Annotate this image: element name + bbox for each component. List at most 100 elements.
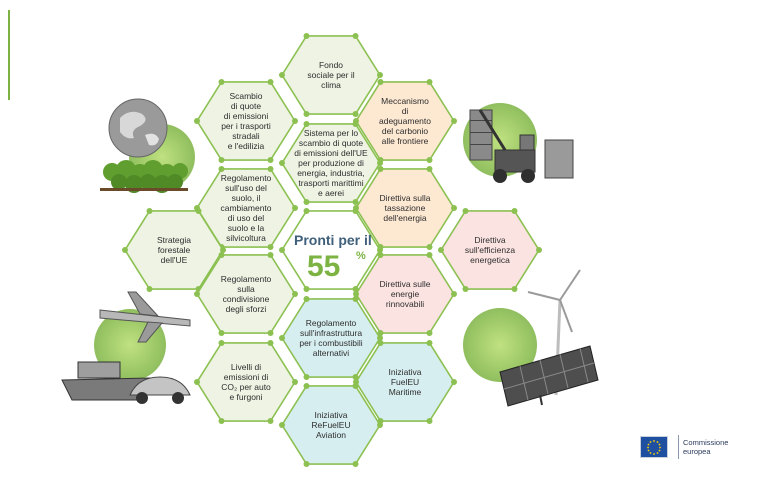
hex-vertex-dot	[377, 422, 383, 428]
hex-label-line: Scambio	[229, 91, 262, 101]
earth-forest-image	[100, 98, 195, 193]
hex-vertex-dot	[352, 295, 359, 302]
center-percent: %	[356, 250, 366, 262]
hex-label-line: energia, industria,	[297, 168, 365, 178]
hex-label-line: CO₂ per auto	[221, 382, 271, 392]
hex-vertex-dot	[292, 379, 298, 385]
hex-label-line: di uso del	[228, 213, 264, 223]
container-crane-image	[463, 103, 574, 183]
hex-vertex-dot	[438, 247, 444, 253]
hex-label-line: alternativi	[313, 348, 349, 358]
hex-vertex-dot	[451, 379, 457, 385]
hex-vertex-dot	[377, 244, 384, 251]
hex-label-line: di emissioni	[224, 111, 269, 121]
hex-vertex-dot	[303, 295, 310, 302]
hex-label-line: scambio di quote	[299, 138, 364, 148]
hex-vertex-dot	[267, 78, 274, 85]
hex-label-line: Aviation	[316, 430, 346, 440]
hex-label-line: alle frontiere	[382, 136, 429, 146]
logo-line1: Commissione	[683, 438, 729, 447]
hex-label-line: Regolamento	[306, 318, 357, 328]
hex-vertex-dot	[218, 339, 225, 346]
center-number: 55	[307, 250, 340, 283]
hex-label-line: sull'efficienza	[465, 245, 515, 255]
hex-label-line: Livelli di	[231, 362, 261, 372]
hex-vertex-dot	[218, 330, 225, 337]
hex-label-line: tassazione	[385, 203, 426, 213]
hex-label-line: energetica	[470, 255, 510, 265]
hex-vertex-dot	[220, 247, 226, 253]
hex-vertex-dot	[303, 199, 310, 206]
hex-vertex-dot	[292, 291, 298, 297]
hex-vertex-dot	[146, 286, 153, 293]
hex-vertex-dot	[279, 247, 285, 253]
hex-label-line: Iniziativa	[388, 367, 421, 377]
hex-vertex-dot	[352, 199, 359, 206]
hex-vertex-dot	[462, 286, 469, 293]
hex-label-line: Strategia	[157, 235, 191, 245]
hex-label-line: rinnovabili	[386, 299, 424, 309]
hex-vertex-dot	[377, 72, 383, 78]
hex-vertex-dot	[511, 286, 518, 293]
hex-vertex-dot	[352, 111, 359, 118]
hex-vertex-dot	[462, 207, 469, 214]
hex-vertex-dot	[194, 379, 200, 385]
hex-label-line: suolo, il	[232, 193, 261, 203]
hex-vertex-dot	[352, 286, 359, 293]
hex-vertex-dot	[377, 78, 384, 85]
hex-vertex-dot	[303, 32, 310, 39]
hex-vertex-dot	[267, 330, 274, 337]
logo-text: Commissione europea	[683, 438, 728, 456]
hex-label-line: forestale	[158, 245, 191, 255]
hex-vertex-dot	[511, 207, 518, 214]
hex-vertex-dot	[279, 422, 285, 428]
hex-vertex-dot	[267, 339, 274, 346]
hex-vertex-dot	[352, 120, 359, 127]
hex-vertex-dot	[451, 291, 457, 297]
hex-vertex-dot	[267, 244, 274, 251]
hex-vertex-dot	[292, 205, 298, 211]
hex-label-line: per produzione di	[298, 158, 364, 168]
hex-label-line: clima	[321, 80, 341, 90]
hex-vertex-dot	[303, 120, 310, 127]
hex-vertex-dot	[353, 205, 359, 211]
hex-label-line: emissioni di	[224, 372, 269, 382]
hex-vertex-dot	[303, 374, 310, 381]
hex-vertex-dot	[267, 157, 274, 164]
wind-solar-image	[463, 269, 599, 407]
hex-label-line: sulla	[237, 284, 255, 294]
hex-vertex-dot	[426, 339, 433, 346]
hex-vertex-dot	[279, 335, 285, 341]
hex-label-line: degli sforzi	[226, 304, 267, 314]
hex-vertex-dot	[352, 382, 359, 389]
hex-vertex-dot	[377, 335, 383, 341]
hex-vertex-dot	[279, 160, 285, 166]
hex-label-line: sull'infrastruttura	[300, 328, 362, 338]
hex-vertex-dot	[303, 382, 310, 389]
hex-label-line: trasporti marittimi	[298, 178, 363, 188]
hex-vertex-dot	[377, 339, 384, 346]
hex-label-line: suolo e la	[228, 223, 265, 233]
hex-label-line: di emissioni dell'UE	[294, 148, 368, 158]
hex-vertex-dot	[218, 251, 225, 258]
hex-label-line: Direttiva	[474, 235, 505, 245]
hex-vertex-dot	[267, 165, 274, 172]
hex-vertex-dot	[353, 291, 359, 297]
hex-label-line: sociale per il	[307, 70, 354, 80]
logo-divider	[678, 435, 679, 459]
